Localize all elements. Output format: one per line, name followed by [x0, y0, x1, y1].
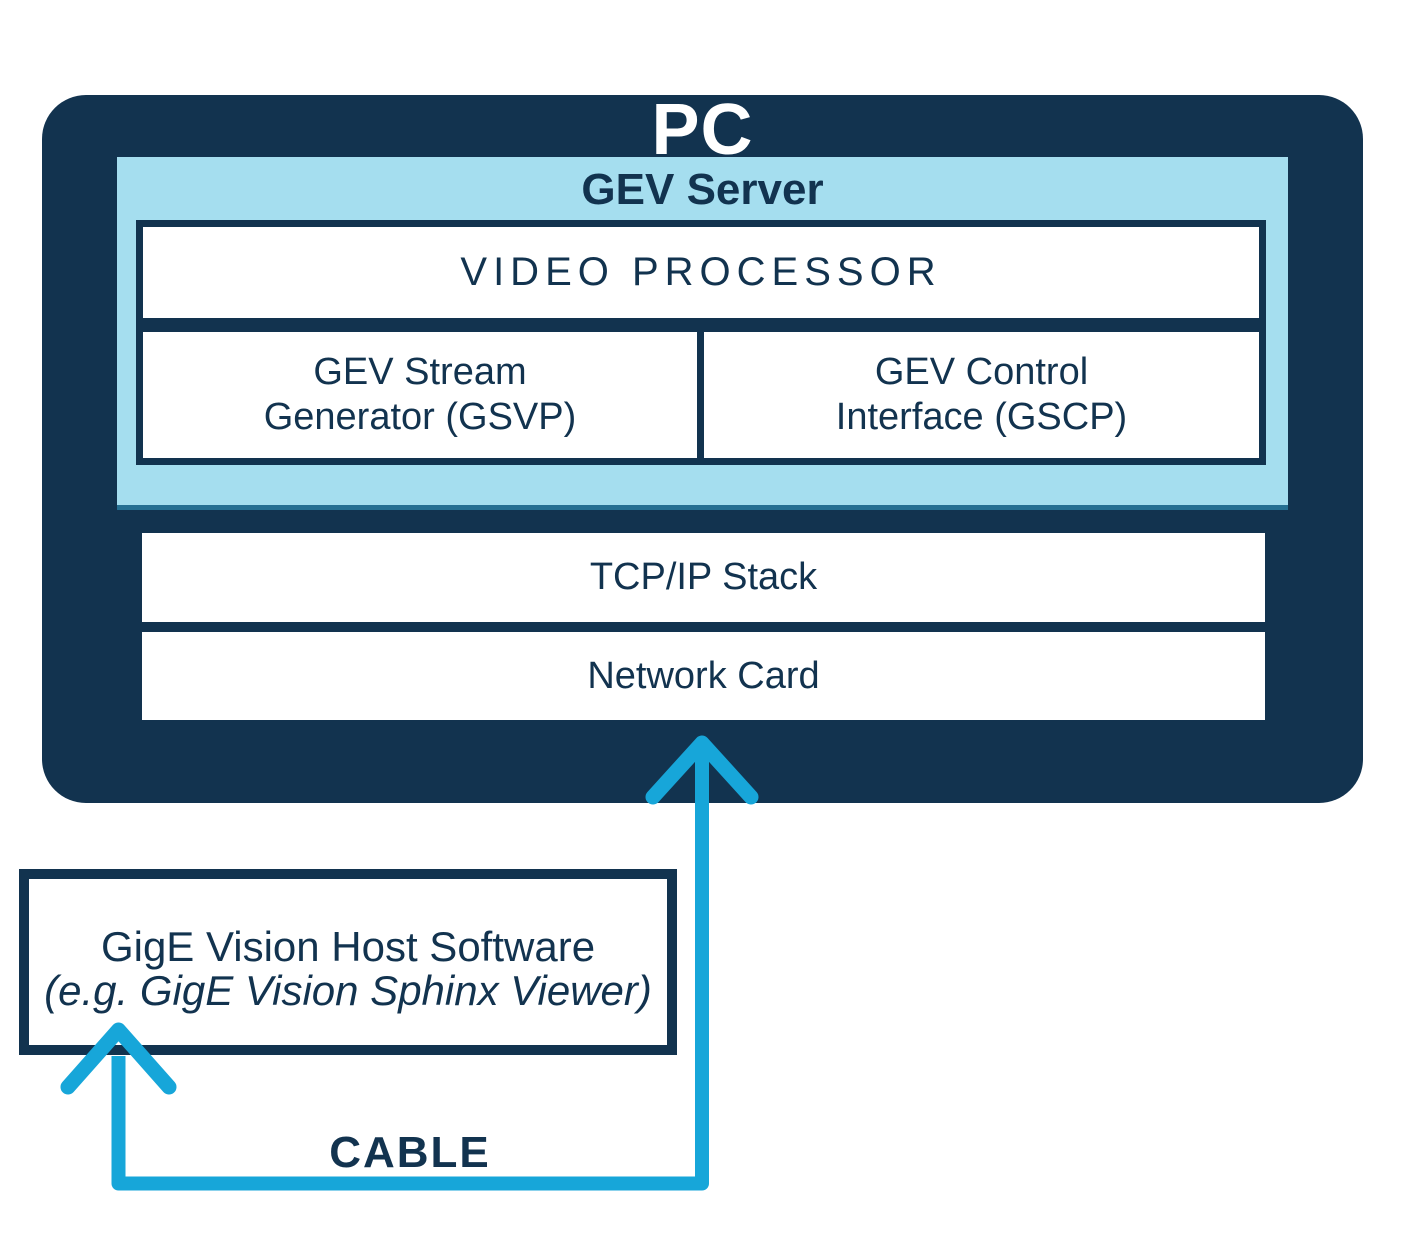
network-card-box: Network Card: [142, 632, 1265, 720]
pc-title: PC: [651, 90, 754, 170]
host-software-box: GigE Vision Host Software (e.g. GigE Vis…: [19, 869, 677, 1055]
gev-server-sub-row: GEV Stream Generator (GSVP) GEV Control …: [136, 325, 1266, 465]
gev-server-panel: GEV Server VIDEO PROCESSOR GEV Stream Ge…: [117, 157, 1288, 510]
video-processor-box: VIDEO PROCESSOR: [136, 220, 1266, 325]
host-software-line2: (e.g. GigE Vision Sphinx Viewer): [44, 967, 652, 1014]
cable-label: CABLE: [329, 1128, 491, 1177]
gev-control-interface-line1: GEV Control: [874, 351, 1089, 394]
host-software-line1: GigE Vision Host Software: [100, 922, 596, 970]
gev-stream-generator-line2: Generator (GSVP): [263, 396, 577, 438]
video-processor-label: VIDEO PROCESSOR: [460, 250, 942, 294]
gev-control-interface-box: GEV Control Interface (GSCP): [697, 325, 1266, 465]
gev-server-title: GEV Server: [581, 165, 824, 214]
tcpip-stack-box: TCP/IP Stack: [142, 533, 1265, 622]
pc-box: PC GEV Server VIDEO PROCESSOR GEV Stream…: [42, 90, 1363, 803]
tcpip-stack-label: TCP/IP Stack: [589, 556, 818, 598]
gev-control-interface-line2: Interface (GSCP): [835, 396, 1128, 438]
network-card-label: Network Card: [587, 654, 820, 697]
gev-stream-generator-line1: GEV Stream: [313, 351, 527, 394]
gev-stream-generator-box: GEV Stream Generator (GSVP): [136, 325, 704, 465]
